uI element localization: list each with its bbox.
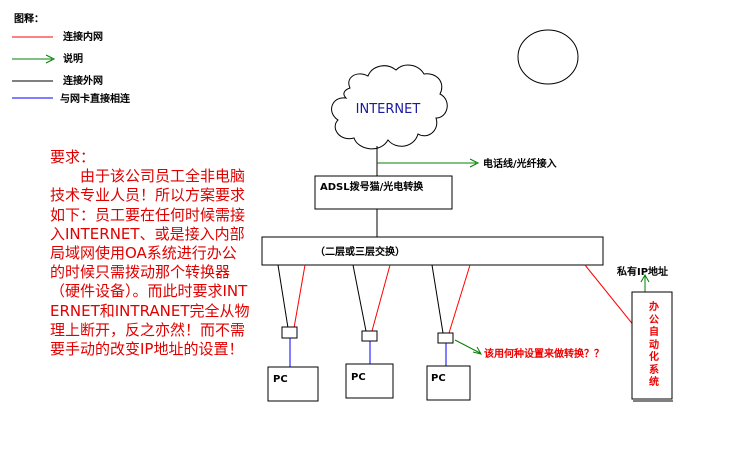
legend-label-intranet: 连接内网 xyxy=(63,30,103,43)
pc-3-label: PC xyxy=(431,373,446,384)
link-switch-converter-3-int xyxy=(448,264,471,334)
internet-label: INTERNET xyxy=(356,102,421,117)
converter-2 xyxy=(361,330,378,342)
link-switch-converter-1-int xyxy=(293,264,306,329)
circle-shape xyxy=(517,29,579,85)
link-switch-converter-3-ext xyxy=(431,264,444,334)
switch-label: （二层或三层交换） xyxy=(315,245,405,258)
phone-line-arrow xyxy=(377,158,480,168)
private-ip-arrow xyxy=(640,273,650,292)
phone-line-label: 电话线/光纤接入 xyxy=(483,157,557,170)
converter-1 xyxy=(281,326,298,339)
converter-3 xyxy=(437,332,454,344)
pc-1 xyxy=(267,366,319,402)
office-system-label: 办公自动化系统 xyxy=(649,302,659,388)
which-device-label: 该用何种设置来做转换？？ xyxy=(484,347,604,360)
requirements-text: 要求： 由于该公司员工全非电脑技术专业人员！所以方案要求如下：员工要在任何时候需… xyxy=(50,148,250,359)
which-device-arrow xyxy=(454,339,483,355)
legend-label-internet: 连接外网 xyxy=(63,74,103,87)
internet-cloud xyxy=(331,64,448,150)
switch-box xyxy=(261,236,604,266)
legend-title: 图释： xyxy=(14,12,44,25)
modem-label: ADSL拨号猫/光电转换 xyxy=(320,180,424,193)
legend-label-note: 说明 xyxy=(63,52,83,65)
link-switch-converter-2-ext xyxy=(352,264,367,332)
pc-2-label: PC xyxy=(351,372,366,383)
link-switch-converter-1-ext xyxy=(277,264,289,329)
pc-2 xyxy=(345,363,394,399)
pc-3 xyxy=(426,365,471,401)
link-switch-converter-2-int xyxy=(371,264,391,332)
legend-label-nic: 与网卡直接相连 xyxy=(60,92,131,105)
private-ip-label: 私有IP地址 xyxy=(616,265,668,278)
modem-box xyxy=(314,175,453,210)
pc-1-label: PC xyxy=(273,374,288,385)
office-system-box xyxy=(631,291,673,400)
legend-arrow-note xyxy=(12,54,56,64)
